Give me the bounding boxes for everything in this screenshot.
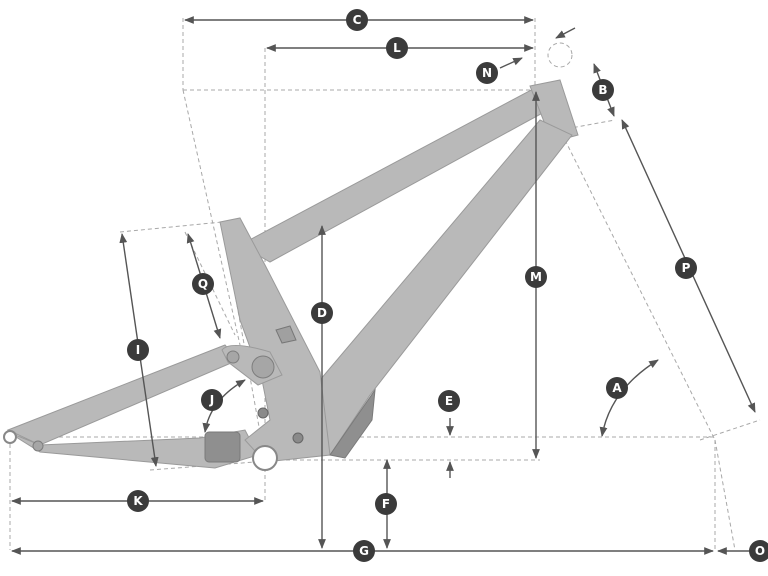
motor-housing <box>329 388 376 459</box>
label-k: K <box>127 490 149 512</box>
svg-text:C: C <box>353 13 362 27</box>
label-d: D <box>311 302 333 324</box>
chainstay-guard <box>204 431 241 463</box>
label-l: L <box>386 37 408 59</box>
dropout-pivot <box>32 440 44 452</box>
label-b: B <box>592 79 614 101</box>
svg-text:N: N <box>482 66 492 80</box>
label-e: E <box>438 390 460 412</box>
svg-text:P: P <box>682 261 691 275</box>
guide-lines <box>9 18 761 551</box>
bike-frame <box>3 79 579 471</box>
label-badges: C L N B P M D Q I A E J K F G O <box>127 9 768 562</box>
svg-text:I: I <box>136 343 140 357</box>
main-pivot <box>251 355 275 379</box>
svg-text:Q: Q <box>198 277 208 291</box>
svg-text:D: D <box>317 306 327 320</box>
label-p: P <box>675 257 697 279</box>
svg-text:O: O <box>755 544 765 558</box>
label-i: I <box>127 339 149 361</box>
dimension-lines <box>11 16 756 555</box>
label-q: Q <box>192 273 214 295</box>
label-o: O <box>749 540 768 562</box>
svg-text:L: L <box>393 41 401 55</box>
rocker-pivot <box>226 350 240 364</box>
label-n: N <box>476 62 498 84</box>
lower-pivot <box>257 407 269 419</box>
svg-text:E: E <box>445 394 453 408</box>
bottom-bracket <box>252 445 278 471</box>
label-a: A <box>606 377 628 399</box>
label-g: G <box>353 540 375 562</box>
motor-bolt <box>292 432 304 444</box>
rear-axle <box>3 430 17 444</box>
svg-text:A: A <box>612 381 622 395</box>
svg-text:G: G <box>359 544 369 558</box>
svg-text:F: F <box>382 497 390 511</box>
frame-port <box>275 325 297 344</box>
svg-text:K: K <box>133 494 143 508</box>
label-f: F <box>375 493 397 515</box>
label-m: M <box>525 266 547 288</box>
svg-text:B: B <box>598 83 607 97</box>
svg-text:M: M <box>530 270 542 284</box>
svg-text:J: J <box>209 393 214 407</box>
label-j: J <box>201 389 223 411</box>
label-c: C <box>346 9 368 31</box>
